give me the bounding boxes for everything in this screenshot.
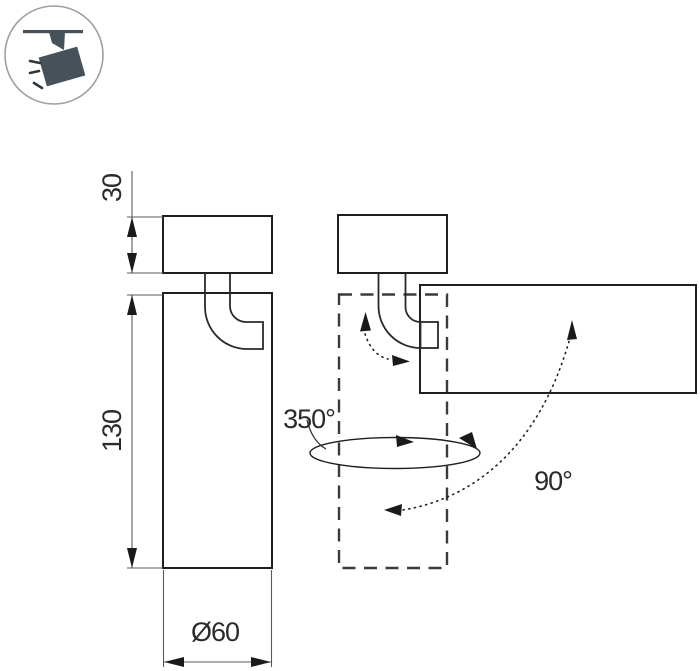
icon-lamp-body (38, 46, 86, 87)
dim-arrow-up (127, 217, 137, 237)
side-body-phantom (337, 293, 449, 570)
tilt-arc-arrow-up (360, 312, 371, 332)
dimension-mount-height: 30 (97, 171, 163, 274)
icon-mount-stem (49, 32, 65, 50)
side-mount-box (337, 214, 448, 274)
front-body (162, 292, 273, 569)
ceiling-spotlight-icon (4, 5, 104, 105)
side-body-tilted (419, 284, 697, 394)
front-view (162, 215, 273, 569)
dimension-body-length: 130 (97, 294, 163, 569)
swivel-leader-line (306, 419, 327, 450)
swivel-rotation-symbol: 350° (283, 404, 481, 470)
dim-arrow-down (127, 253, 137, 273)
tilt-angle-label: 90° (534, 466, 572, 496)
side-view: 350° 90° (283, 214, 697, 570)
icon-light-rays (28, 59, 44, 90)
mount-height-label: 30 (97, 174, 127, 202)
tilt-rotation-symbol: 90° (384, 320, 577, 516)
swivel-arrow-top (396, 435, 414, 447)
dim-arrow-up (127, 295, 137, 315)
dim-arrow-right (251, 657, 271, 667)
body-length-label: 130 (97, 410, 127, 452)
dimension-diameter: Ø60 (162, 570, 273, 667)
swivel-ellipse (309, 436, 481, 470)
tilt-arrow-left (384, 504, 402, 516)
side-elbow-pipe (377, 273, 439, 349)
front-elbow-pipe (204, 273, 264, 350)
swivel-angle-label: 350° (283, 404, 335, 434)
tilt-arrow-up (567, 320, 577, 340)
front-mount-box (162, 215, 273, 274)
tilt-arc-arrow-right (392, 355, 410, 366)
swivel-arrow-end (459, 432, 477, 449)
diameter-label: Ø60 (191, 617, 239, 647)
dim-arrow-down (127, 548, 137, 568)
dim-arrow-left (164, 657, 184, 667)
tilt-direction-arc (360, 312, 410, 366)
icon-ceiling-bar (23, 30, 83, 34)
